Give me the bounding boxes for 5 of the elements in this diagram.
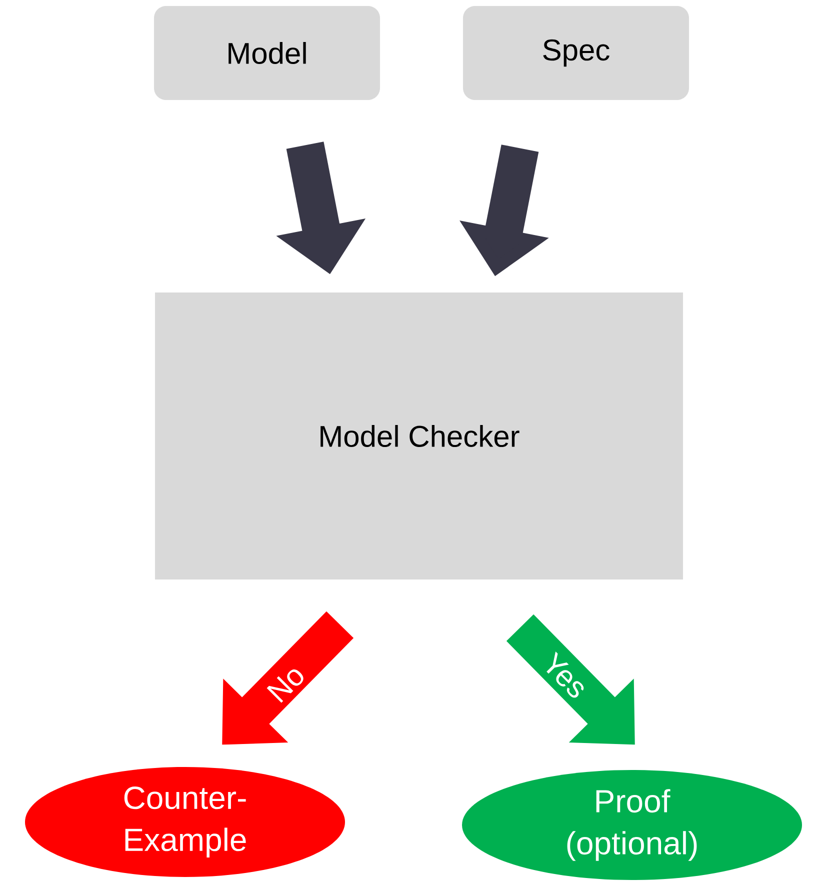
input-box: Spec (463, 6, 689, 100)
process-box: Model Checker (155, 292, 683, 580)
input-box: Model (154, 6, 380, 100)
edge-label: Yes (538, 650, 592, 702)
edge-label: No (264, 661, 308, 706)
